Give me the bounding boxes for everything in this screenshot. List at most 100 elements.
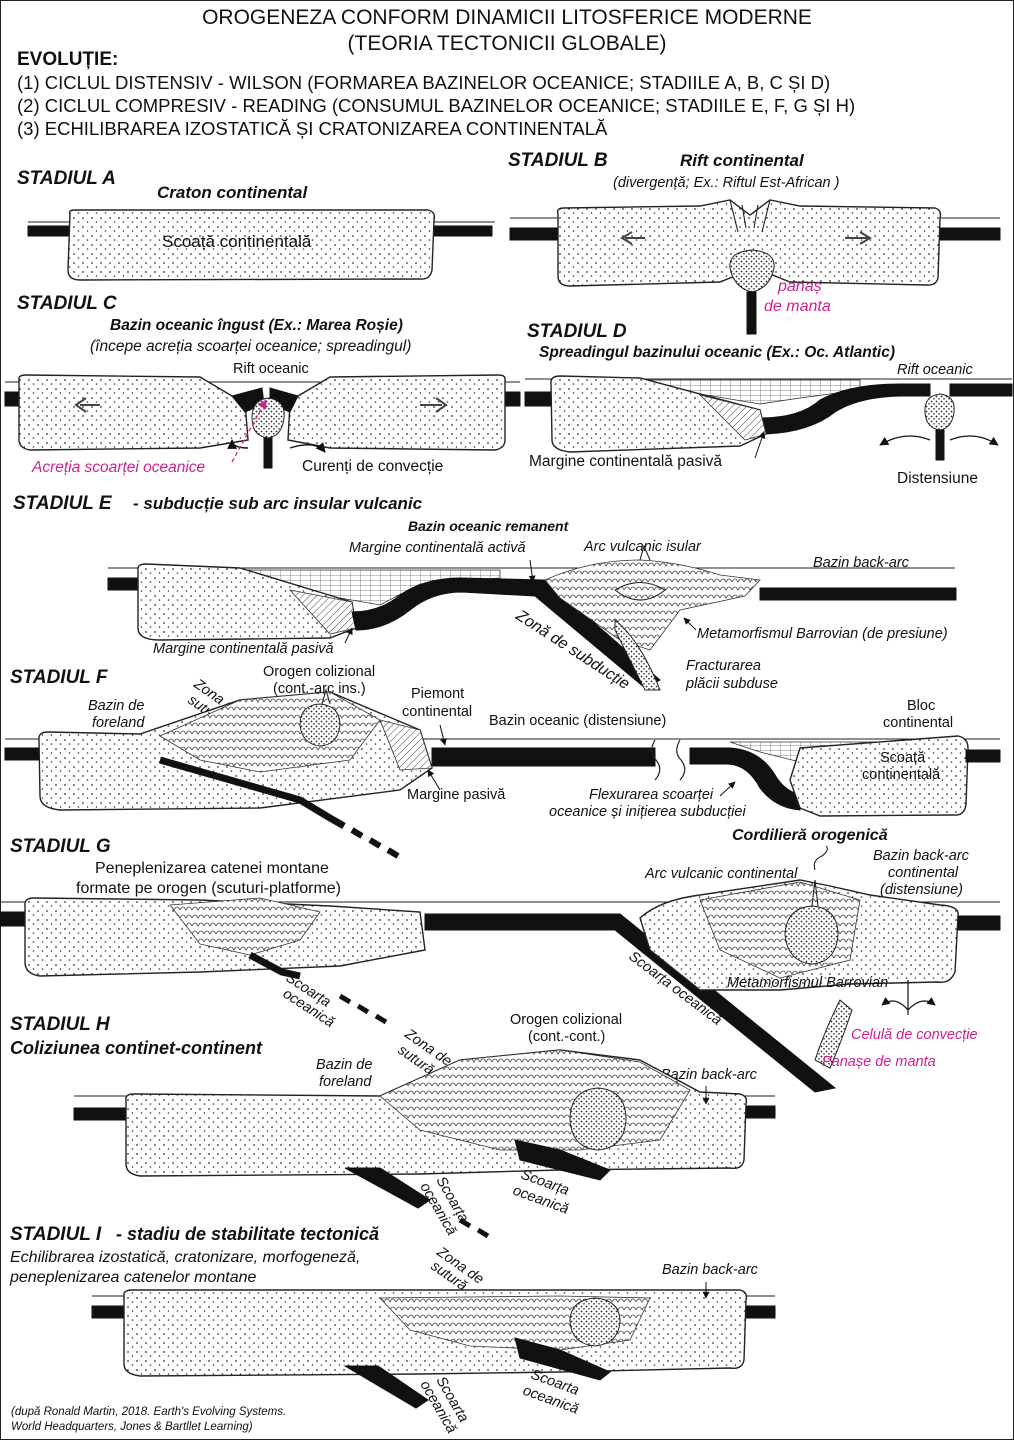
stage-f-label-passive-margin: Margine pasivă bbox=[407, 787, 506, 803]
stage-f-ocean-right bbox=[966, 750, 1000, 762]
stage-i-note-1: Echilibrarea izostatică, cratonizare, mo… bbox=[10, 1249, 360, 1266]
stage-h-label-orogen-2: (cont.-cont.) bbox=[528, 1029, 605, 1045]
stage-c-crust-right bbox=[288, 375, 505, 450]
stage-d-oceanic-crust-right bbox=[950, 384, 1012, 396]
stage-e-active-margin-pointer bbox=[530, 560, 533, 582]
stage-f-label-foreland-2: foreland bbox=[92, 715, 145, 731]
stage-f-ocean-left bbox=[5, 748, 39, 760]
stage-a-label-crust: Scoață continentală bbox=[162, 232, 312, 251]
stage-g-label-convection: Celulă de convecție bbox=[851, 1027, 978, 1043]
stage-h-label-orogen-1: Orogen colizional bbox=[510, 1012, 622, 1028]
stage-c-label-accretion: Acreția scoarței oceanice bbox=[31, 459, 206, 476]
stage-c-ocean-right bbox=[505, 392, 520, 406]
stage-g-label-barrovian: Metamorfismul Barrovian bbox=[727, 975, 888, 991]
title-line-1: OROGENEZA CONFORM DINAMICII LITOSFERICE … bbox=[202, 6, 812, 29]
stage-c-title: STADIUL C bbox=[17, 293, 117, 314]
stage-e-label-fracturing-2: plăcii subduse bbox=[685, 676, 778, 692]
stage-f-break-right bbox=[677, 740, 685, 780]
stage-f-label-flexure-1: Flexurarea scoarței bbox=[589, 787, 714, 803]
stage-h-ocean-left bbox=[74, 1108, 126, 1120]
stage-g-label-cordillera: Cordilieră orogenică bbox=[732, 827, 888, 844]
stage-d-label-rift: Rift oceanic bbox=[897, 362, 974, 378]
stage-e-metamorphism-pointer bbox=[684, 618, 696, 630]
stage-b-title: STADIUL B bbox=[508, 150, 608, 171]
stage-b-note: (divergență; Ex.: Riftul Est-African ) bbox=[613, 175, 839, 191]
stage-f-label-piedmont-2: continental bbox=[402, 704, 472, 720]
stage-f-label-crust-2: continentală bbox=[862, 767, 941, 783]
stage-e-label-remnant-basin: Bazin oceanic remanent bbox=[408, 518, 570, 534]
stage-b-mantle-plume-head bbox=[730, 250, 774, 292]
stage-c-label-rift: Rift oceanic bbox=[233, 361, 309, 377]
title-line-2: (TEORIA TECTONICII GLOBALE) bbox=[348, 32, 667, 55]
stage-g-label-continental-arc: Arc vulcanic continental bbox=[644, 866, 798, 882]
stage-h-ocean-right bbox=[745, 1106, 775, 1118]
stage-c-plume-conduit bbox=[264, 438, 272, 468]
stage-g-title: STADIUL G bbox=[10, 836, 111, 857]
evolution-heading: EVOLUȚIE: bbox=[17, 49, 118, 70]
stage-f-flexure-pointer bbox=[720, 782, 735, 796]
stage-g-convection-left-icon bbox=[882, 1001, 908, 1010]
stage-g-label-back-arc-1: Bazin back-arc bbox=[873, 848, 970, 864]
stage-f-arc-pluton bbox=[300, 704, 340, 746]
stage-e-label-fracturing-1: Fracturarea bbox=[686, 658, 761, 674]
stage-f-label-block-1: Bloc bbox=[907, 698, 935, 714]
stage-i: STADIUL I - stadiu de stabilitate tecton… bbox=[9, 1224, 775, 1436]
stage-b-plume-conduit bbox=[747, 292, 756, 334]
stage-d-convection-right-icon bbox=[950, 436, 998, 445]
stage-a-title: STADIUL A bbox=[17, 168, 116, 189]
stage-e-label-back-arc: Bazin back-arc bbox=[813, 555, 910, 571]
stage-g-label-back-arc-3: (distensiune) bbox=[880, 882, 963, 898]
stage-c-ocean-left bbox=[5, 392, 19, 406]
stage-c-note: (începe acreția scoarței oceanice; sprea… bbox=[90, 338, 411, 355]
stage-e-label-active-margin: Margine continentală activă bbox=[349, 540, 526, 556]
stage-d-title: STADIUL D bbox=[527, 321, 627, 342]
stage-e-ocean-left bbox=[108, 578, 138, 590]
stage-f-label-orogen-1: Orogen colizional bbox=[263, 664, 375, 680]
stage-g-convection-right-icon bbox=[908, 1001, 935, 1010]
stage-b: STADIUL B Rift continental (divergență; … bbox=[508, 150, 1000, 334]
stage-h-subtitle: Coliziunea continet-continent bbox=[10, 1038, 263, 1058]
stage-d-ocean-left bbox=[525, 392, 551, 406]
stage-f-label-flexure-2: oceanice și inițierea subducției bbox=[549, 804, 746, 820]
stage-d-subtitle: Spreadingul bazinului oceanic (Ex.: Oc. … bbox=[539, 344, 895, 361]
credit: (după Ronald Martin, 2018. Earth's Evolv… bbox=[11, 1406, 286, 1433]
stage-i-subtitle: - stadiu de stabilitate tectonică bbox=[116, 1224, 379, 1244]
stage-e-back-arc-crust bbox=[760, 588, 956, 600]
stage-e-title: STADIUL E bbox=[13, 493, 113, 514]
stage-f-label-foreland-1: Bazin de bbox=[88, 698, 144, 714]
stage-g-note-1: Peneplenizarea catenei montane bbox=[95, 860, 329, 877]
stage-d-label-distension: Distensiune bbox=[897, 470, 978, 487]
stage-h-batholith bbox=[570, 1088, 626, 1150]
stage-f-label-block-2: continental bbox=[883, 715, 953, 731]
stage-e-label-barrovian: Metamorfismul Barrovian (de presiune) bbox=[697, 626, 948, 642]
stage-h-label-foreland-1: Bazin de bbox=[316, 1057, 372, 1073]
stage-g-note-2: formate pe orogen (scuturi-platforme) bbox=[76, 880, 341, 897]
stage-i-label-back-arc: Bazin back-arc bbox=[662, 1262, 759, 1278]
stage-f-label-piedmont-1: Piemont bbox=[411, 686, 464, 702]
stage-f-label-oceanic-basin: Bazin oceanic (distensiune) bbox=[489, 713, 666, 729]
stage-f-piedmont-pointer bbox=[440, 725, 445, 745]
stage-f-oceanic-crust-left bbox=[432, 748, 655, 766]
stage-d-label-passive-margin: Margine continentală pasivă bbox=[529, 453, 722, 470]
stage-c: STADIUL C Bazin oceanic îngust (Ex.: Mar… bbox=[5, 293, 520, 476]
stage-h: STADIUL H Coliziunea continet-continent … bbox=[10, 1012, 775, 1238]
stage-c-crust-left bbox=[19, 375, 248, 450]
evolution-item-2: (2) CICLUL COMPRESIV - READING (CONSUMUL… bbox=[17, 95, 855, 116]
stage-g-label-back-arc-2: continental bbox=[888, 865, 959, 881]
stage-b-ocean-left bbox=[510, 228, 558, 240]
credit-line-2: World Headquarters, Jones & Bartllet Lea… bbox=[11, 1421, 253, 1433]
stage-i-ocean-right bbox=[745, 1306, 775, 1318]
stage-h-label-foreland-2: foreland bbox=[319, 1074, 372, 1090]
stage-i-title: STADIUL I bbox=[10, 1224, 102, 1245]
evolution-item-1: (1) CICLUL DISTENSIV - WILSON (FORMAREA … bbox=[17, 72, 830, 93]
stage-g-batholith bbox=[785, 906, 838, 964]
stage-h-slab-left-fragments bbox=[460, 1220, 488, 1236]
stage-i-batholith bbox=[570, 1298, 620, 1346]
evolution-item-3: (3) ECHILIBRAREA IZOSTATICĂ ȘI CRATONIZA… bbox=[17, 118, 608, 139]
stage-b-label-plume-2: de manta bbox=[764, 298, 831, 315]
stage-i-note-2: peneplenizarea catenelor montane bbox=[9, 1269, 257, 1286]
stage-c-subtitle: Bazin oceanic îngust (Ex.: Marea Roșie) bbox=[110, 317, 403, 334]
stage-b-subtitle: Rift continental bbox=[680, 151, 805, 170]
stage-g-label-plumes: Panașe de manta bbox=[822, 1054, 936, 1070]
